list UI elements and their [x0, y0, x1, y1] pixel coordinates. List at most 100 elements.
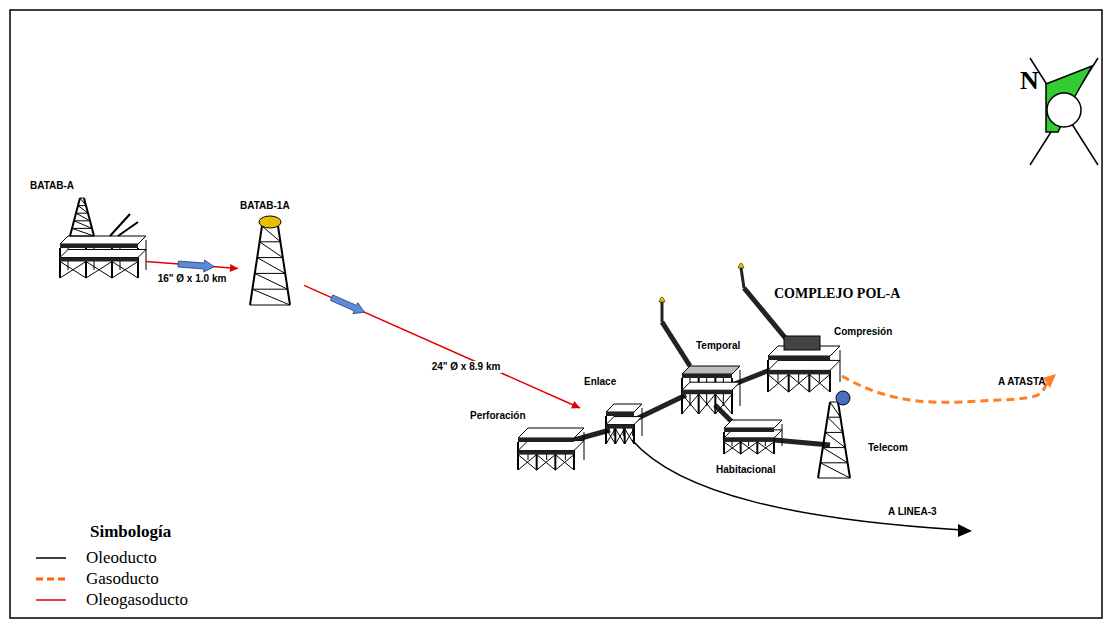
pipeline-connector [304, 285, 580, 408]
platform-node: Compresión [764, 322, 896, 388]
flare [659, 297, 665, 302]
platform-deck-side [60, 244, 138, 248]
platform-deck-side [768, 370, 830, 374]
drawing-stroke [740, 370, 741, 406]
drawing-stroke [724, 442, 741, 454]
platform-deck [724, 420, 782, 428]
platform-node: Temporal [672, 338, 752, 416]
drawing-stroke [146, 240, 147, 270]
platform-label: BATAB-1A [240, 200, 290, 212]
drawing-stroke [606, 429, 615, 444]
drawing-stroke [80, 198, 86, 206]
drawing-stroke [820, 463, 850, 478]
drawing-stroke [70, 236, 94, 237]
platform-deck-side [724, 428, 774, 432]
drawing-stroke [606, 429, 615, 444]
drawing-stroke [625, 429, 634, 444]
platform-node: BATAB-1A [238, 198, 304, 310]
drawing-stroke [782, 424, 783, 446]
drawing-stroke [76, 213, 90, 221]
pipeline-line [304, 285, 580, 408]
group-title: COMPLEJO POL-A [774, 286, 900, 302]
destination-label: A ATASTA [998, 376, 1046, 388]
drawing-stroke [255, 273, 288, 289]
drawing-stroke [555, 455, 574, 470]
platform-deck [768, 360, 840, 370]
platform-node: BATAB-A [28, 178, 146, 274]
drawing-stroke [741, 268, 744, 288]
platform-deck-side [518, 438, 574, 442]
platform-label: Temporal [696, 340, 740, 352]
drawing-stroke [828, 417, 841, 418]
drawing-stroke [255, 273, 285, 274]
drawing-stroke [662, 322, 690, 366]
drawing-stroke [825, 432, 845, 447]
drawing-stroke [252, 289, 290, 305]
drawing-stroke [768, 374, 789, 392]
drawing-stroke [537, 455, 556, 470]
platform-label: Compresión [834, 326, 892, 338]
drawing-stroke [72, 228, 94, 236]
compass [1030, 58, 1098, 165]
drawing-stroke [518, 455, 537, 470]
legend-title: Simbología [90, 522, 171, 542]
drawing-stroke [682, 394, 699, 414]
drawing-stroke [76, 213, 88, 214]
platform-deck-side [518, 451, 574, 455]
platform-deck [682, 382, 740, 390]
arrow-head [571, 401, 580, 408]
drawing-stroke [257, 258, 285, 274]
arrow-head [230, 264, 238, 272]
drawing-stroke [517, 442, 519, 470]
pipeline-connector [146, 260, 238, 272]
platform-deck-side [682, 374, 732, 378]
drawing-stroke [809, 374, 830, 392]
drawing-stroke [682, 394, 699, 414]
legend-samples [36, 558, 66, 600]
platform-deck [606, 417, 642, 425]
platform-deck [682, 366, 740, 374]
drawing-stroke [584, 432, 585, 460]
drawing-stroke [789, 374, 810, 392]
platform-deck-side [606, 412, 634, 416]
drawing-stroke [112, 262, 138, 279]
drawing-stroke [60, 262, 86, 279]
drawing-stroke [840, 350, 841, 382]
platform-label: Telecom [868, 442, 908, 454]
frame [10, 10, 1102, 618]
drawing-stroke [72, 228, 92, 229]
legend-text: Oleoducto [86, 548, 157, 567]
drawing-stroke [699, 394, 716, 414]
drawing-stroke [818, 478, 850, 479]
drawing-stroke [715, 394, 732, 414]
platform-deck [518, 441, 584, 451]
legend-text: Gasoducto [86, 569, 159, 588]
drawing-stroke [809, 374, 830, 392]
drawing-stroke [789, 374, 810, 392]
drawing-stroke [518, 455, 537, 470]
drawing-stroke [699, 394, 716, 414]
flow-arrow [178, 260, 214, 272]
flare [738, 263, 744, 268]
drawing-stroke [825, 432, 843, 433]
platform-deck-side [60, 258, 138, 262]
platform-label: Perforación [470, 410, 526, 422]
drawing-stroke [537, 455, 556, 470]
drawing-stroke [767, 360, 769, 392]
north-mark: N [1020, 66, 1039, 96]
platform-deck-side [768, 356, 830, 360]
drawing-stroke [110, 214, 130, 236]
heliport [259, 216, 281, 228]
drawing-stroke [74, 220, 90, 221]
drawing-stroke [60, 262, 86, 279]
pipe-dimension: 24" Ø x 8.9 km [430, 361, 503, 373]
drawing-stroke [250, 226, 262, 305]
platform-deck [606, 404, 642, 412]
drawing-stroke [78, 206, 88, 214]
platform-deck-side [724, 438, 774, 442]
drawing-stroke [724, 442, 741, 454]
drawing-stroke [615, 429, 624, 444]
drawing-stroke [260, 241, 281, 242]
compressor-unit [784, 336, 820, 350]
drawing-stroke [74, 221, 92, 229]
